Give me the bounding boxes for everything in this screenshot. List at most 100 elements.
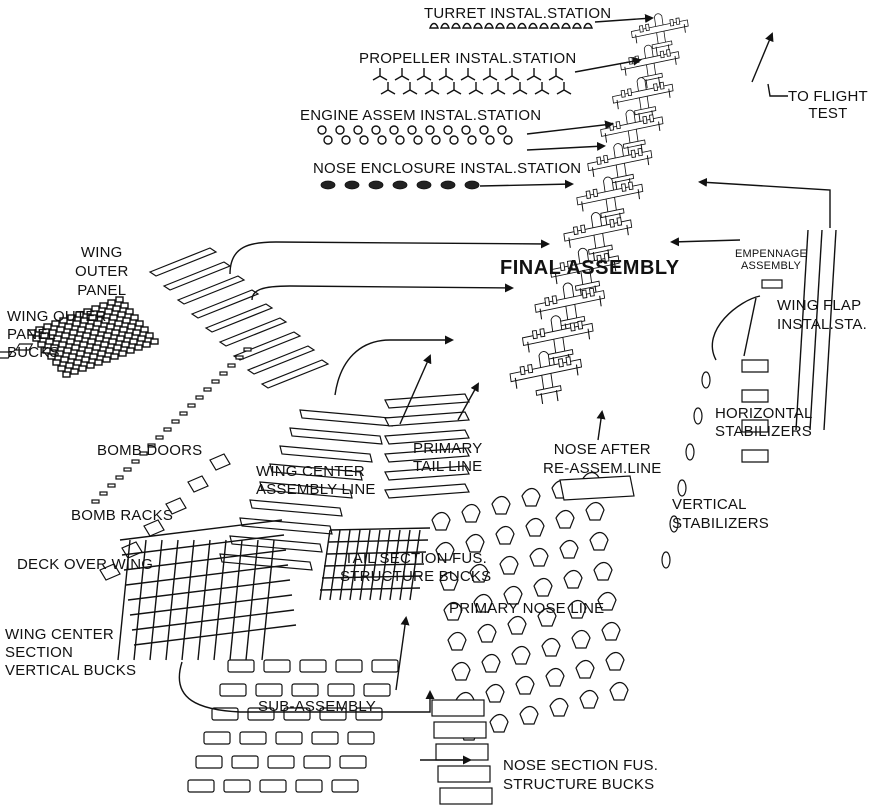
engine-part	[360, 136, 368, 144]
label-bomb-doors: BOMB DOORS	[97, 442, 202, 459]
engine-nacelle	[649, 115, 653, 122]
bomb-rack	[212, 380, 219, 383]
panel-buck-cell	[71, 369, 78, 374]
propeller-part	[461, 68, 475, 80]
engine-nacelle	[586, 191, 591, 199]
nose-section	[546, 669, 564, 687]
nose-section	[500, 557, 518, 575]
nose-section	[520, 707, 538, 725]
engine-part	[378, 136, 386, 144]
propeller-part	[395, 68, 409, 80]
sub-assembly-bench	[228, 660, 254, 672]
tail-section	[385, 394, 469, 408]
nose-section	[508, 617, 526, 635]
flow-arrow	[400, 356, 430, 424]
engine-nacelle	[653, 84, 657, 91]
tail-buck-rail	[330, 528, 430, 530]
label-sub-assembly: SUB-ASSEMBLY	[258, 698, 376, 715]
panel-buck-cell	[107, 324, 114, 329]
nose-section	[594, 563, 612, 581]
propeller-part	[557, 82, 571, 94]
engine-part	[426, 126, 434, 134]
propeller-part	[535, 82, 549, 94]
panel-buck-cell	[115, 321, 122, 326]
nose-section	[560, 541, 578, 559]
vertical-stabilizer	[678, 480, 686, 496]
sub-assembly-bench	[332, 780, 358, 792]
sub-assembly-bench	[312, 732, 338, 744]
nose-enclosure-part	[369, 181, 383, 189]
panel-buck-cell	[113, 306, 120, 311]
label-engine-assem-instal-station: ENGINE ASSEM INSTAL.STATION	[300, 107, 541, 124]
propeller-part	[381, 82, 395, 94]
engine-part	[462, 126, 470, 134]
nose-section	[486, 685, 504, 703]
turret-part	[529, 24, 537, 29]
nose-section	[564, 571, 582, 589]
propeller-part	[373, 68, 387, 80]
engine-part	[414, 136, 422, 144]
engine-nacelle	[520, 366, 525, 374]
nose-section	[522, 489, 540, 507]
nose-section-buck	[434, 722, 486, 738]
panel-buck-cell	[87, 363, 94, 368]
station-arrow	[527, 146, 604, 150]
engine-nacelle	[573, 227, 578, 235]
bomb-rack	[124, 468, 131, 471]
bomb-rack	[188, 404, 195, 407]
sub-assembly-bench	[256, 684, 282, 696]
engine-nacelle	[540, 329, 545, 337]
panel-buck-cell	[138, 336, 145, 341]
jig-leg	[659, 77, 660, 86]
engine-nacelle	[616, 122, 620, 129]
turret-part	[485, 24, 493, 29]
engine-nacelle	[552, 296, 557, 304]
panel-buck-cell	[143, 342, 150, 347]
flow-arrow	[252, 286, 512, 300]
vertical-stabilizer	[694, 408, 702, 424]
nose-section-buck	[438, 766, 490, 782]
nose-section-buck	[432, 700, 484, 716]
wing-buck-rail	[128, 580, 290, 600]
label-wing-flap-instal-sta: WING FLAP INSTAL.STA.	[777, 296, 867, 334]
panel-buck-cell	[111, 354, 118, 359]
wing-flap-arrow	[700, 182, 830, 228]
nose-section	[586, 503, 604, 521]
wing-center-section	[250, 500, 342, 516]
wing-buck-rail	[134, 625, 296, 645]
label-to-flight-test: TO FLIGHT TEST	[788, 88, 868, 122]
turret-part	[452, 24, 460, 29]
engine-nacelle	[578, 321, 583, 329]
sub-assembly-bench	[292, 684, 318, 696]
engine-nacelle	[604, 155, 608, 162]
nose-section	[432, 513, 450, 531]
sub-assembly-bench	[372, 660, 398, 672]
label-turret-instal-station: TURRET INSTAL.STATION	[424, 5, 611, 22]
propeller-part	[527, 68, 541, 80]
aircraft	[618, 41, 682, 91]
engine-nacelle	[566, 357, 571, 365]
engine-nacelle	[639, 26, 643, 33]
engine-nacelle	[532, 331, 537, 339]
panel-buck-cell	[66, 363, 73, 368]
engine-nacelle	[581, 225, 586, 233]
wing-center-section	[240, 518, 332, 534]
nose-enclosure-part	[393, 181, 407, 189]
flow-arrow	[335, 340, 452, 395]
sub-assembly-bench	[224, 780, 250, 792]
sub-assembly-bench	[188, 780, 214, 792]
engine-nacelle	[676, 18, 680, 25]
jig-leg	[556, 390, 558, 401]
station-arrow	[527, 124, 612, 134]
turret-part	[573, 24, 581, 29]
engine-part	[342, 136, 350, 144]
nose-section	[452, 663, 470, 681]
tail-buck-rail	[328, 540, 428, 542]
propeller-part	[513, 82, 527, 94]
engine-nacelle	[631, 150, 635, 157]
nose-section	[490, 715, 508, 733]
bomb-rack	[156, 436, 163, 439]
label-tail-section-fus-structure-bucks: TAIL SECTION FUS. STRUCTURE BUCKS	[340, 550, 491, 586]
panel-buck-cell	[121, 303, 128, 308]
engine-nacelle	[638, 148, 642, 155]
